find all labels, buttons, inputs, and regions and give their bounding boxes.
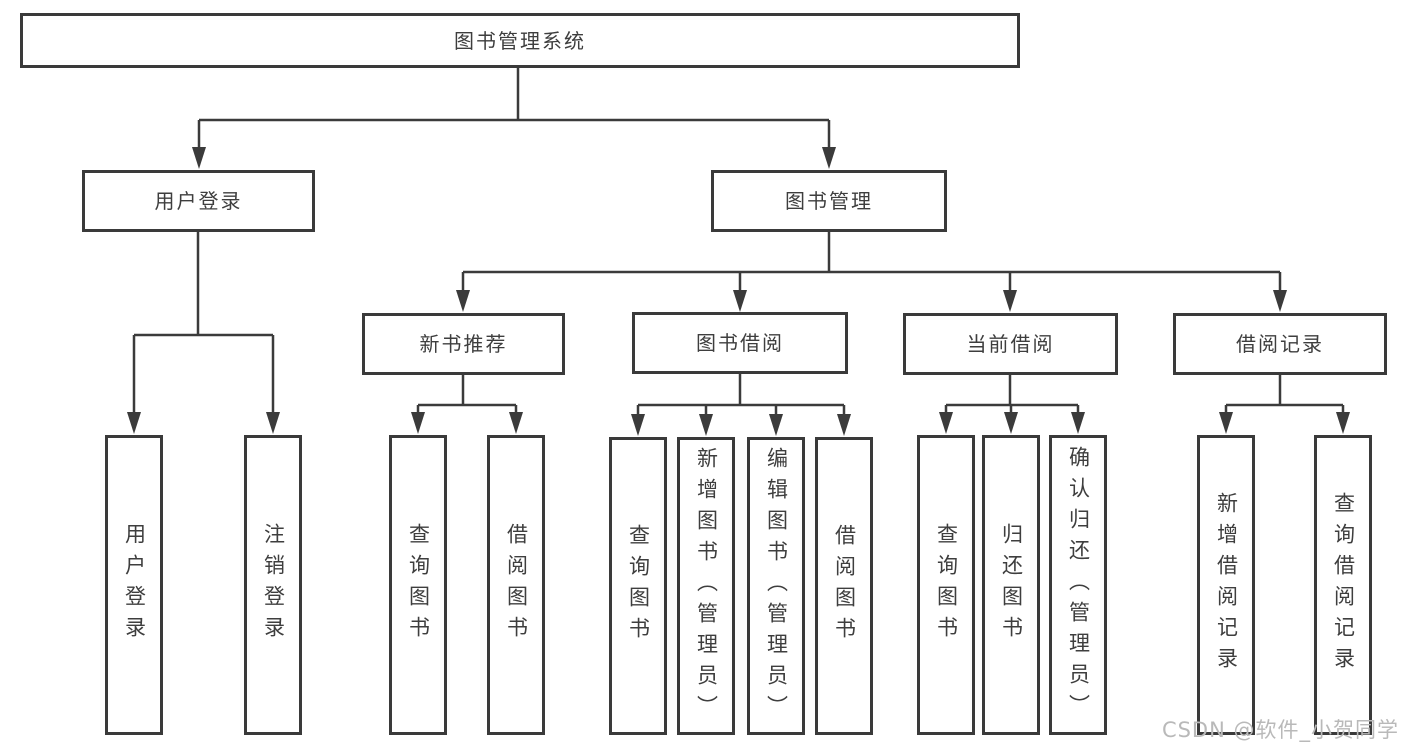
leaf-query-books-borrowing: 查询图书 [609, 437, 667, 735]
connector-root-rail [197, 68, 831, 150]
connector-newbooks-rail [416, 375, 518, 413]
arrow-icon [1336, 412, 1350, 434]
arrow-icon [127, 412, 141, 434]
node-library-management-system: 图书管理系统 [20, 13, 1020, 68]
csdn-watermark: CSDN @软件_小贺同学 [1161, 718, 1399, 742]
leaf-borrow-books-newbook: 借阅图书 [487, 435, 545, 735]
arrow-icon [939, 412, 953, 434]
leaf-user-login: 用户登录 [105, 435, 163, 735]
leaf-query-books-current: 查询图书 [917, 435, 975, 735]
node-book-borrowing: 图书借阅 [632, 312, 848, 374]
arrow-icon [769, 414, 783, 436]
leaf-query-books-newbook: 查询图书 [389, 435, 447, 735]
leaf-confirm-return-admin: 确认归还（管理员） [1049, 435, 1107, 735]
arrow-icon [192, 147, 206, 169]
connector-records-rail [1224, 375, 1345, 413]
leaf-edit-books-admin: 编辑图书（管理员） [747, 437, 805, 735]
connector-borrowing-rail [636, 374, 846, 415]
arrow-icon [631, 414, 645, 436]
leaf-query-borrow-record: 查询借阅记录 [1314, 435, 1372, 735]
arrow-icon [837, 414, 851, 436]
arrow-icon [699, 414, 713, 436]
leaf-borrow-books-borrowing: 借阅图书 [815, 437, 873, 735]
connector-current-rail [944, 375, 1080, 413]
leaf-add-books-admin: 新增图书（管理员） [677, 437, 735, 735]
arrow-icon [1219, 412, 1233, 434]
node-current-borrowing: 当前借阅 [903, 313, 1118, 375]
arrow-icon [1003, 290, 1017, 312]
arrow-icon [1004, 412, 1018, 434]
arrow-icon [509, 412, 523, 434]
arrow-icon [456, 290, 470, 312]
node-book-management: 图书管理 [711, 170, 947, 232]
leaf-logout: 注销登录 [244, 435, 302, 735]
arrow-icon [733, 290, 747, 312]
connector-bookmgmt-rail [461, 232, 1282, 292]
arrowheads [127, 147, 1350, 436]
leaf-add-borrow-record: 新增借阅记录 [1197, 435, 1255, 735]
arrow-icon [1273, 290, 1287, 312]
arrow-icon [1071, 412, 1085, 434]
node-user-login: 用户登录 [82, 170, 315, 232]
arrow-icon [266, 412, 280, 434]
node-borrow-records: 借阅记录 [1173, 313, 1387, 375]
arrow-icon [822, 147, 836, 169]
connector-userlogin-rail [132, 232, 275, 413]
arrow-icon [411, 412, 425, 434]
leaf-return-books: 归还图书 [982, 435, 1040, 735]
node-new-book-recommend: 新书推荐 [362, 313, 565, 375]
